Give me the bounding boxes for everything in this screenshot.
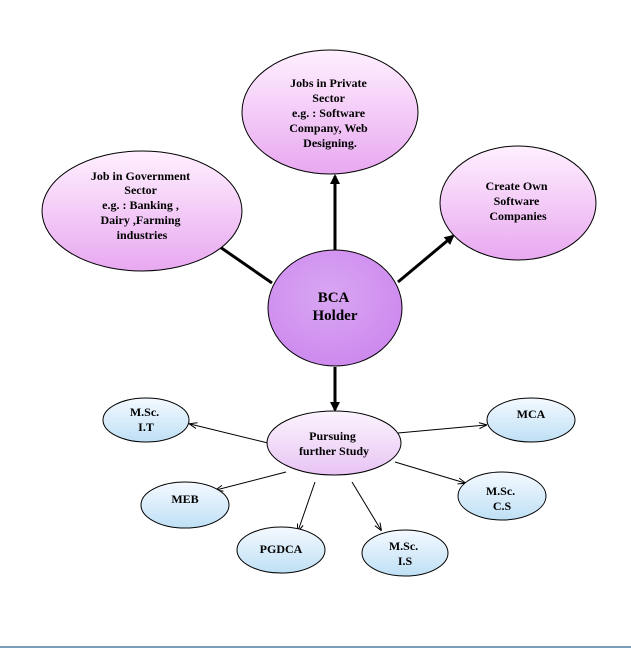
arrow-study-to-mca	[397, 425, 486, 434]
svg-text:Create Own Software: Create Own Software Companies	[485, 179, 550, 223]
svg-text:M.Sc. I.T: M.Sc. I.T	[130, 405, 162, 434]
career-label-line: Software	[494, 194, 540, 208]
study-label-line: C.S	[493, 499, 512, 513]
career-label-line: Dairy ,Farming	[101, 213, 181, 227]
arrow-study-to-msc-it	[190, 424, 269, 444]
arrow-study-to-msc-is	[351, 481, 381, 530]
career-label-line: Sector	[312, 91, 345, 105]
svg-text:BCA Holder: BCA Holder	[313, 290, 358, 324]
svg-text:MEB: MEB	[171, 492, 198, 506]
career-label-line: e.g. : Software	[292, 106, 366, 120]
study-node-meb: MEB	[140, 481, 230, 529]
arrow-center-to-own-company	[397, 234, 455, 284]
study-node-mca: MCA	[486, 397, 576, 443]
center-node-bca-holder: BCA Holder	[267, 249, 403, 367]
career-label-line: Designing.	[303, 136, 357, 150]
svg-text:M.Sc. C.S: M.Sc. C.S	[486, 484, 518, 513]
career-label-line: Company, Web	[289, 121, 368, 135]
page-bottom-rule	[0, 646, 631, 648]
career-label-line: Job in Government	[91, 169, 190, 183]
arrow-study-to-msc-cs	[394, 461, 465, 483]
svg-text:Jobs in Private Sector: Jobs in Private Sector e.g. : Software C…	[289, 76, 370, 150]
study-hub-node: Pursuing further Study	[266, 410, 402, 476]
study-node-msc-cs: M.Sc. C.S	[457, 471, 547, 521]
study-node-msc-it: M.Sc. I.T	[102, 397, 190, 443]
career-label-line: Create Own	[485, 179, 547, 193]
center-label-line: Holder	[313, 308, 358, 324]
study-label-line: MCA	[517, 407, 546, 421]
center-label-line: BCA	[318, 290, 350, 306]
study-label-line: I.S	[398, 554, 413, 568]
career-label-line: industries	[117, 228, 168, 242]
study-hub-label-line: further Study	[299, 444, 369, 458]
svg-text:Pursuing further Study: Pursuing further Study	[299, 429, 369, 458]
arrow-study-to-meb	[216, 471, 287, 490]
study-label-line: M.Sc.	[389, 539, 418, 553]
career-node-private: Jobs in Private Sector e.g. : Software C…	[241, 49, 419, 175]
career-node-own-company: Create Own Software Companies	[439, 145, 597, 261]
study-label-line: I.T	[138, 420, 154, 434]
svg-text:PGDCA: PGDCA	[260, 542, 303, 556]
study-node-msc-is: M.Sc. I.S	[361, 529, 449, 577]
career-node-government: Job in Government Sector e.g. : Banking …	[41, 150, 243, 272]
study-label-line: MEB	[171, 492, 198, 506]
career-label-line: Jobs in Private	[290, 76, 367, 90]
career-label-line: e.g. : Banking ,	[102, 198, 179, 212]
study-label-line: M.Sc.	[130, 405, 159, 419]
svg-text:Job in Government Sector: Job in Government Sector e.g. : Banking …	[91, 169, 193, 242]
svg-text:MCA: MCA	[517, 407, 546, 421]
career-label-line: Companies	[489, 209, 547, 223]
study-hub-label-line: Pursuing	[309, 429, 356, 443]
arrow-study-to-pgdca	[298, 481, 316, 531]
svg-text:M.Sc. I.S: M.Sc. I.S	[389, 539, 421, 568]
career-label-line: Sector	[124, 183, 157, 197]
study-label-line: PGDCA	[260, 542, 303, 556]
study-label-line: M.Sc.	[486, 484, 515, 498]
study-node-pgdca: PGDCA	[236, 526, 326, 574]
